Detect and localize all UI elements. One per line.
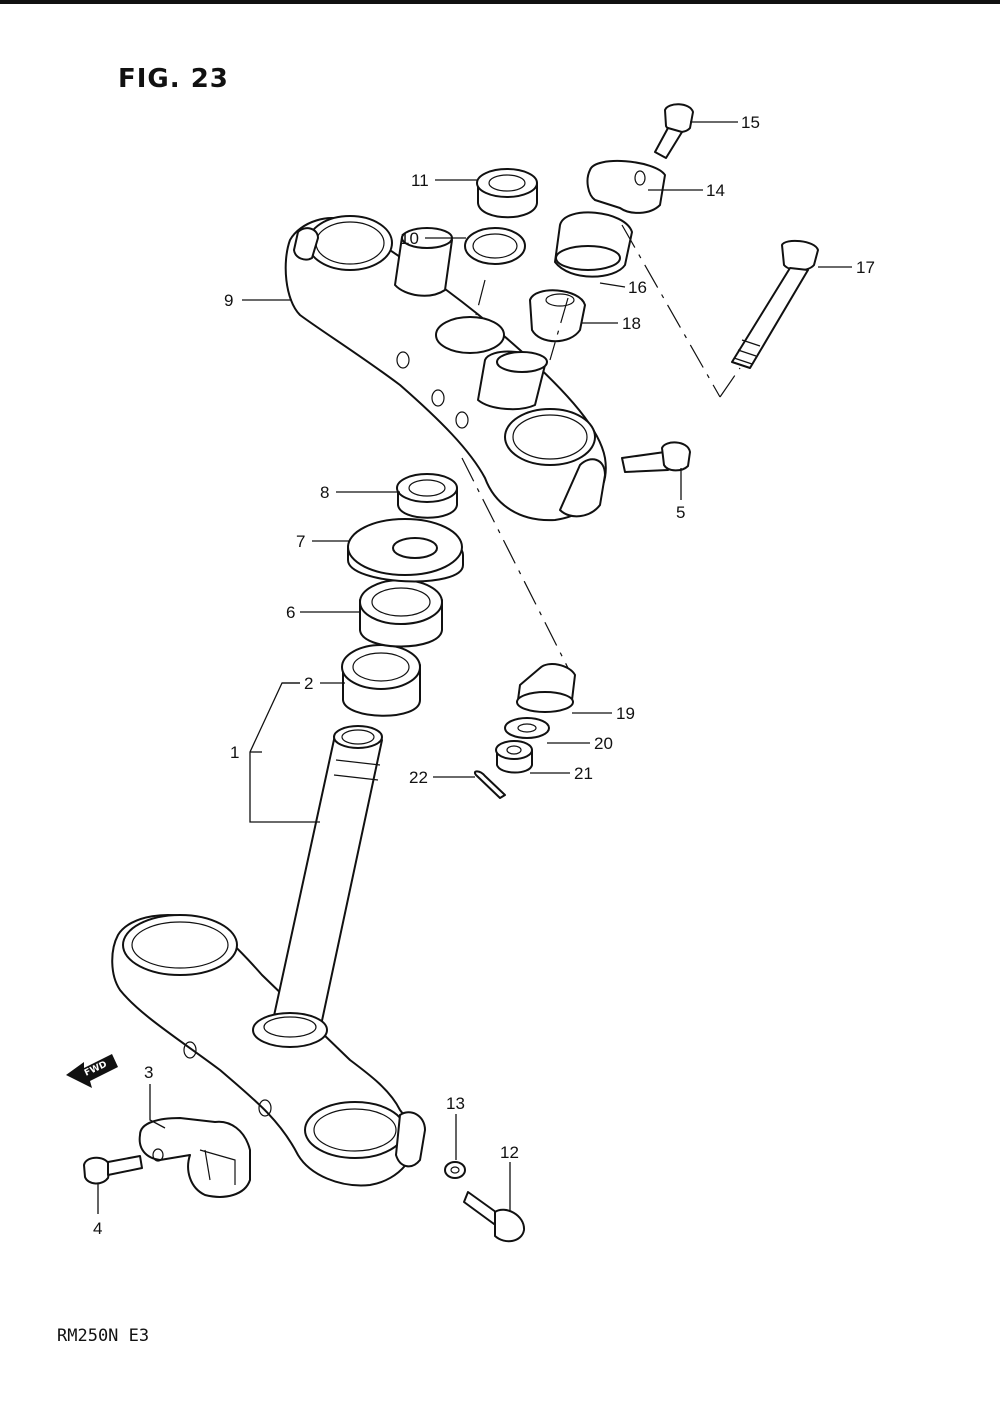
assembly-line — [549, 297, 569, 361]
callout-1: 1 — [230, 743, 239, 762]
callout-4: 4 — [93, 1219, 102, 1238]
callout-20: 20 — [594, 734, 613, 753]
leader-3 — [149, 1084, 166, 1129]
assembly-line — [475, 279, 486, 316]
callout-3: 3 — [144, 1063, 153, 1082]
part-11-nut[interactable] — [476, 168, 538, 219]
callout-11: 11 — [411, 171, 429, 190]
part-20-washer[interactable] — [504, 717, 550, 739]
part-12-bolt[interactable] — [463, 1191, 526, 1243]
callout-8: 8 — [320, 483, 329, 502]
part-9-upper-bracket[interactable] — [284, 215, 607, 522]
callout-21: 21 — [574, 764, 593, 783]
callout-22: 22 — [409, 768, 428, 787]
part-14-holder-upper[interactable] — [586, 159, 666, 214]
callout-5: 5 — [676, 503, 685, 522]
callout-9: 9 — [224, 291, 233, 310]
callout-15: 15 — [741, 113, 760, 132]
fwd-arrow-icon: FWD — [66, 1054, 118, 1088]
part-1-steering-stem[interactable] — [111, 725, 426, 1187]
callout-2: 2 — [304, 674, 313, 693]
callout-12: 12 — [500, 1143, 519, 1162]
callout-10: 10 — [400, 229, 419, 248]
model-code: RM250N E3 — [57, 1326, 150, 1346]
callout-18: 18 — [622, 314, 641, 333]
figure-title: FIG. 23 — [118, 64, 229, 94]
part-5-bolt[interactable] — [621, 441, 691, 473]
part-10-washer[interactable] — [464, 227, 526, 265]
part-3-bracket[interactable] — [138, 1117, 251, 1198]
callout-6: 6 — [286, 603, 295, 622]
assembly-line — [461, 457, 569, 669]
part-13-washer[interactable] — [444, 1161, 466, 1179]
part-22-cotter-pin[interactable] — [474, 770, 506, 799]
callout-13: 13 — [446, 1094, 465, 1113]
part-6-bearing[interactable] — [359, 579, 443, 648]
callout-17: 17 — [856, 258, 875, 277]
assembly-line — [719, 367, 741, 398]
part-7-seal[interactable] — [347, 518, 464, 583]
callout-14: 14 — [706, 181, 725, 200]
part-2-bearing[interactable] — [341, 644, 421, 717]
part-4-bolt[interactable] — [83, 1155, 143, 1185]
assembly-line — [621, 224, 721, 398]
callout-19: 19 — [616, 704, 635, 723]
part-19-cushion[interactable] — [516, 663, 576, 713]
part-17-long-bolt[interactable] — [731, 239, 819, 369]
callout-7: 7 — [296, 532, 305, 551]
part-8-steering-nut[interactable] — [396, 473, 458, 519]
part-21-nut[interactable] — [495, 740, 533, 774]
part-15-bolt[interactable] — [654, 103, 694, 159]
part-18-cushion[interactable] — [529, 289, 586, 343]
part-16-holder[interactable] — [554, 211, 633, 278]
leader-16 — [599, 282, 626, 288]
callout-16: 16 — [628, 278, 647, 297]
